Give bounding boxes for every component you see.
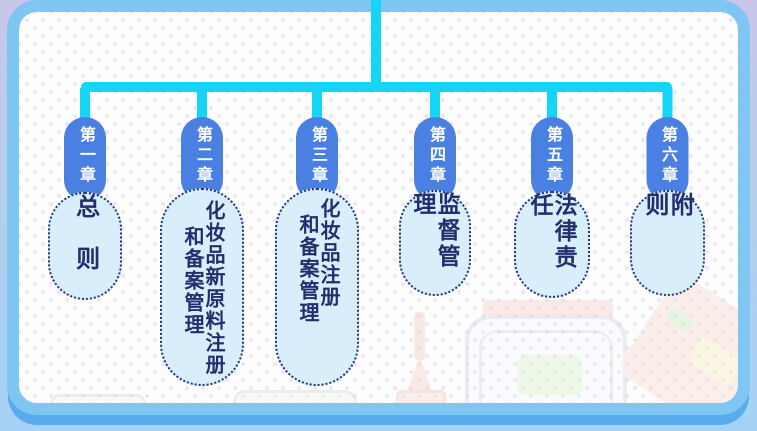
connector-drop-line [430,88,440,122]
chapter-badge-label: 第一章 [77,126,94,186]
background-doodles [19,12,738,403]
chapter-capsule: 化妆品新原料注册 和备案管理 [160,188,244,386]
chapter-badge: 第六章 [646,117,688,201]
chapter-title: 化妆品注册 [317,198,339,308]
chapter-badge: 第一章 [64,117,106,201]
doodle-book [50,394,146,403]
chapter-title: 监督管理 [410,192,461,270]
chapter-capsule: 总则 [48,192,122,300]
connector-horizontal-line [81,82,672,92]
chapter-title: 法律责任 [527,193,578,271]
doodle-jar [396,390,446,403]
connector-drop-line [312,88,322,122]
doodle-brush-handle [414,312,425,360]
chapter-title: 总则 [71,194,99,298]
connector-drop-line [197,88,207,122]
chapter-title-continued: 和备案管理 [181,226,203,336]
chapter-badge-label: 第六章 [659,126,676,186]
chapter-capsule: 法律责任 [514,191,590,298]
doodle-bottle-cap [483,300,613,318]
chapter-badge-label: 第三章 [309,126,326,186]
chapter-title-continued: 和备案管理 [296,214,318,324]
chapter-title: 附则 [641,192,694,244]
chapter-badge: 第五章 [531,117,573,201]
chapter-badge-label: 第四章 [427,126,444,186]
chapter-badge: 第四章 [414,117,456,201]
chapter-node-2: 第二章 化妆品新原料注册 和备案管理 [160,0,244,431]
chapter-capsule: 附则 [629,190,705,296]
connector-drop-line [662,88,672,122]
chapter-title: 化妆品新原料注册 [202,200,224,376]
connector-drop-line [80,88,90,122]
chapter-node-1: 第一章 总则 [48,0,122,431]
chapter-capsule: 监督管理 [399,190,471,296]
chapter-badge-label: 第二章 [194,126,211,186]
chapter-node-6: 第六章 附则 [629,0,705,431]
chapter-node-5: 第五章 法律责任 [514,0,590,431]
chapter-badge-label: 第五章 [544,126,561,186]
chapter-node-3: 第三章 化妆品注册 和备案管理 [275,0,359,431]
chapter-node-4: 第四章 监督管理 [399,0,471,431]
chapter-badge: 第三章 [296,117,338,201]
connector-drop-line [547,88,557,122]
doodle-bottle-inner [479,330,613,403]
chapter-capsule: 化妆品注册 和备案管理 [275,188,359,386]
doodle-bottle-label [517,355,583,395]
chapter-badge: 第二章 [181,117,223,201]
doodle-bottle [465,315,627,403]
chapter-title-columns: 化妆品新原料注册 和备案管理 [181,190,224,384]
connector-trunk-line [371,0,381,92]
doodle-book [233,390,357,403]
chapter-title-columns: 化妆品注册 和备案管理 [296,190,339,384]
